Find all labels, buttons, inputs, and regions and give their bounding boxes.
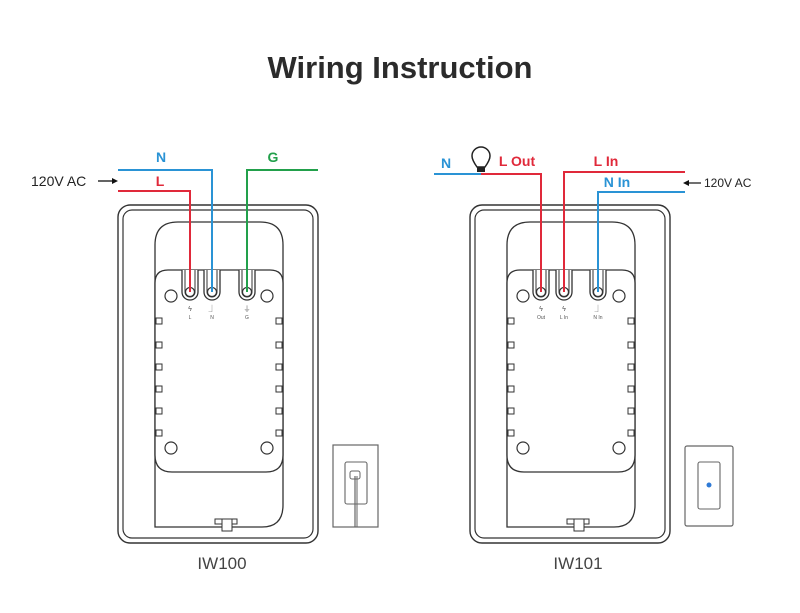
wire-neutral-in xyxy=(597,191,685,292)
mounting-hole xyxy=(260,289,274,303)
bulb-glass xyxy=(471,146,491,168)
wire-neutral xyxy=(118,169,213,292)
wallplate-toggle-icon xyxy=(332,444,379,528)
mounting-hole xyxy=(260,441,274,455)
side-tab xyxy=(507,429,515,437)
side-tab xyxy=(507,407,515,415)
side-tab xyxy=(507,363,515,371)
terminal-symbol: ϟ xyxy=(539,306,543,313)
outer-frame xyxy=(117,204,319,544)
wire-label-n: N xyxy=(156,149,166,165)
wire-label-l-out: L Out xyxy=(499,153,536,169)
side-tab xyxy=(627,341,635,349)
terminal-label: N xyxy=(210,315,214,321)
terminal-symbol: ϟ xyxy=(562,306,566,313)
terminal-symbol: ϟ xyxy=(188,306,192,313)
indicator-led xyxy=(706,482,712,488)
page-title: Wiring Instruction xyxy=(267,50,533,85)
mounting-hole xyxy=(516,289,530,303)
wire-label-n: N xyxy=(441,155,451,171)
side-tab xyxy=(155,429,163,437)
source-label: 120V AC xyxy=(704,176,752,190)
inner-frame xyxy=(122,209,314,539)
terminal-label: L xyxy=(189,315,192,321)
terminal-symbol: ⏌ xyxy=(209,304,216,313)
side-tab xyxy=(275,317,283,325)
side-tab xyxy=(627,407,635,415)
wire-label-n-in: N In xyxy=(604,174,630,190)
side-tab xyxy=(275,407,283,415)
inner-frame xyxy=(474,209,666,539)
terminal-label: G xyxy=(245,315,249,321)
source-label: 120V AC xyxy=(31,173,86,189)
lightbulb-icon xyxy=(471,146,491,172)
mounting-hole xyxy=(516,441,530,455)
side-tab xyxy=(275,385,283,393)
wire-live-out xyxy=(481,173,542,292)
side-tab xyxy=(507,385,515,393)
wire-live-in xyxy=(563,171,685,292)
side-tab xyxy=(275,341,283,349)
mounting-hole xyxy=(612,289,626,303)
wire-ground xyxy=(246,169,318,292)
outer-frame xyxy=(469,204,671,544)
wire-label-l-in: L In xyxy=(594,153,619,169)
side-tab xyxy=(275,429,283,437)
side-tab xyxy=(155,341,163,349)
side-tab xyxy=(507,317,515,325)
side-tab xyxy=(627,429,635,437)
terminal-label: Out xyxy=(537,315,546,321)
side-tab xyxy=(155,317,163,325)
terminal-symbol: ⏚ xyxy=(244,305,251,313)
mounting-hole xyxy=(164,441,178,455)
terminal-label: N In xyxy=(593,315,602,321)
arrow-head-icon xyxy=(112,178,118,184)
terminal-symbol: ⏌ xyxy=(595,304,602,313)
side-tab xyxy=(155,385,163,393)
side-tab xyxy=(627,385,635,393)
side-tab xyxy=(627,317,635,325)
module-plate xyxy=(154,269,284,473)
terminal-label: L In xyxy=(560,315,568,321)
arrow-head-icon xyxy=(683,180,689,186)
side-tab xyxy=(627,363,635,371)
side-tab xyxy=(275,363,283,371)
mounting-hole xyxy=(612,441,626,455)
mounting-hole xyxy=(164,289,178,303)
module-plate xyxy=(506,269,636,473)
wire-label-g: G xyxy=(268,149,279,165)
side-tab xyxy=(155,363,163,371)
model-label-iw101: IW101 xyxy=(553,554,602,573)
side-tab xyxy=(155,407,163,415)
wire-label-l: L xyxy=(156,173,165,189)
side-tab xyxy=(507,341,515,349)
model-label-iw100: IW100 xyxy=(197,554,246,573)
bottom-clip-tab xyxy=(221,518,233,532)
bottom-clip-tab xyxy=(573,518,585,532)
wire-live xyxy=(118,190,191,292)
bulb-base xyxy=(477,167,485,172)
wallplate-button-icon xyxy=(684,445,734,527)
wallplate-cover xyxy=(344,461,368,505)
